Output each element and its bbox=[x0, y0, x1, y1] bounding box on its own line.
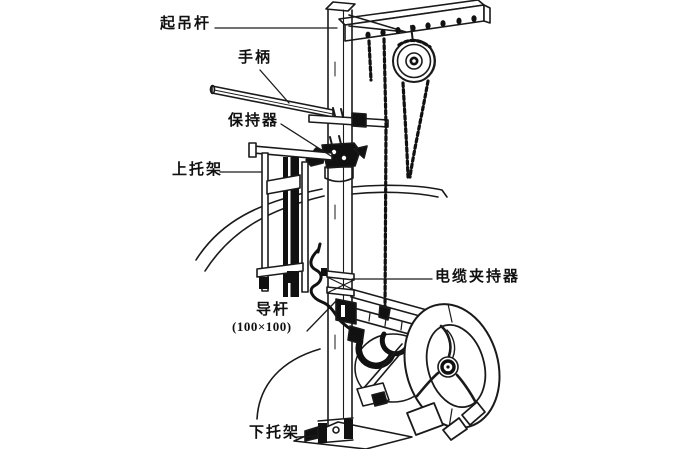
lower-bracket-base bbox=[294, 418, 412, 449]
leader-guide-rod bbox=[307, 301, 336, 331]
label-lifting-bar: 起吊杆 bbox=[160, 16, 212, 32]
lifting-bar-drawing bbox=[339, 0, 490, 41]
hand-chain-right bbox=[410, 81, 428, 177]
label-retainer: 保持器 bbox=[228, 113, 280, 129]
hoist-chains bbox=[369, 39, 430, 312]
load-chain bbox=[384, 39, 386, 312]
chain-stub bbox=[369, 41, 371, 80]
leader-handle bbox=[260, 70, 289, 103]
leader-retainer bbox=[281, 124, 331, 156]
label-cable-clamp: 电缆夹持器 bbox=[435, 269, 521, 285]
guide-rod-drawing bbox=[326, 2, 355, 441]
pump-casing bbox=[390, 293, 513, 440]
hand-chain-left bbox=[403, 83, 408, 177]
cable-clamp-drawing bbox=[321, 268, 354, 296]
label-guide-rod: 导杆 bbox=[256, 302, 291, 318]
pump-feet bbox=[407, 402, 485, 440]
chain-over-pulley bbox=[399, 40, 430, 47]
impeller bbox=[417, 326, 475, 401]
label-guide-rod-size: (100×100) bbox=[232, 319, 292, 334]
leader-lower-bracket bbox=[297, 436, 317, 437]
retainer-mechanism bbox=[306, 136, 367, 182]
chain-hoist-pulley bbox=[393, 26, 435, 82]
handle-rod bbox=[211, 86, 389, 128]
label-handle: 手柄 bbox=[238, 50, 273, 66]
upper-bracket-frame bbox=[249, 143, 332, 297]
leader-lines bbox=[215, 28, 432, 437]
label-lower-bracket: 下托架 bbox=[249, 425, 301, 441]
label-upper-bracket: 上托架 bbox=[172, 162, 224, 178]
